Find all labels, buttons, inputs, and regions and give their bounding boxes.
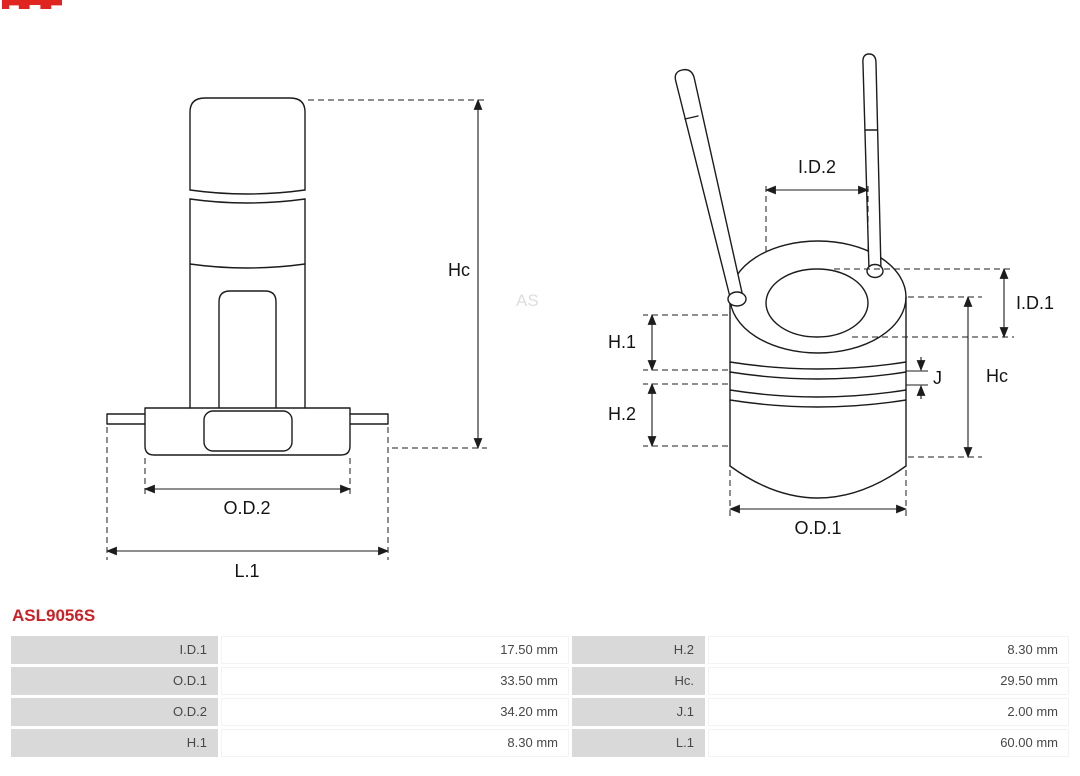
cylinder-groove-line xyxy=(729,399,907,408)
dim-h2: H.2 xyxy=(608,382,728,448)
flange-inner-outline xyxy=(203,410,293,452)
dim-id2: I.D.2 xyxy=(764,157,870,252)
dim-od2: O.D.2 xyxy=(143,458,352,518)
technical-drawing: AS Hc O.D.2 xyxy=(105,53,1054,581)
dim-hc-perspective: Hc xyxy=(908,295,1008,459)
left-tab-outline xyxy=(106,413,146,425)
dim-label-h1: H.1 xyxy=(608,332,636,352)
spec-value: 34.20 mm xyxy=(221,698,569,726)
spec-value: 29.50 mm xyxy=(708,667,1069,695)
dim-id1: I.D.1 xyxy=(834,267,1054,339)
shaft-cap-outline xyxy=(189,97,306,191)
side-view-drawing: Hc O.D.2 L.1 xyxy=(105,97,487,581)
shaft-section-line xyxy=(189,263,306,269)
spec-value: 2.00 mm xyxy=(708,698,1069,726)
dim-od1: O.D.1 xyxy=(728,470,908,538)
cylinder-bore xyxy=(765,268,869,338)
watermark: AS xyxy=(516,291,539,310)
dim-label-od1: O.D.1 xyxy=(794,518,841,538)
spec-table: I.D.1 17.50 mm H.2 8.30 mm O.D.1 33.50 m… xyxy=(11,636,1069,757)
logo-fragment xyxy=(2,0,62,9)
dim-l1: L.1 xyxy=(105,427,390,581)
dim-label-id2: I.D.2 xyxy=(798,157,836,177)
dim-label-l1: L.1 xyxy=(234,561,259,581)
wire-joint-left xyxy=(727,291,747,307)
spec-key: Hc. xyxy=(572,667,705,695)
cylinder-groove-line xyxy=(729,361,907,370)
dim-label-j: J xyxy=(933,368,942,388)
perspective-view-drawing: I.D.2 I.D.1 H.1 H.2 xyxy=(608,53,1054,538)
dim-label-od2: O.D.2 xyxy=(223,498,270,518)
shaft-groove-line xyxy=(189,189,306,195)
spec-value: 8.30 mm xyxy=(221,729,569,757)
dim-j: J xyxy=(906,357,942,399)
spec-value: 8.30 mm xyxy=(708,636,1069,664)
cylinder-groove-line xyxy=(729,389,907,398)
spec-value: 33.50 mm xyxy=(221,667,569,695)
wire-lead-right xyxy=(862,53,882,271)
cylinder-groove-line xyxy=(729,371,907,380)
dim-h1: H.1 xyxy=(608,313,728,372)
shaft-slot-outline xyxy=(218,290,277,409)
spec-key: L.1 xyxy=(572,729,705,757)
dim-label-id1: I.D.1 xyxy=(1016,293,1054,313)
spec-value: 60.00 mm xyxy=(708,729,1069,757)
spec-value: 17.50 mm xyxy=(221,636,569,664)
flange-outline xyxy=(144,407,351,456)
cylinder-bottom-edge xyxy=(729,465,907,499)
part-number: ASL9056S xyxy=(12,606,96,625)
dim-label-h2: H.2 xyxy=(608,404,636,424)
spec-key: O.D.2 xyxy=(11,698,218,726)
dim-hc-side: Hc xyxy=(308,98,487,450)
wire-lead-left xyxy=(674,68,744,302)
spec-key: O.D.1 xyxy=(11,667,218,695)
spec-key: J.1 xyxy=(572,698,705,726)
wire-joint-right xyxy=(866,263,884,279)
spec-key: I.D.1 xyxy=(11,636,218,664)
dim-label-hc-side: Hc xyxy=(448,260,470,280)
spec-key: H.1 xyxy=(11,729,218,757)
right-tab-outline xyxy=(349,413,389,425)
spec-key: H.2 xyxy=(572,636,705,664)
product-spec-section: ASL9056S I.D.1 17.50 mm H.2 8.30 mm O.D.… xyxy=(0,606,1080,757)
wire-terminal-mark-left xyxy=(684,115,699,120)
shaft-groove-line xyxy=(189,198,306,204)
dim-label-hc-perspective: Hc xyxy=(986,366,1008,386)
